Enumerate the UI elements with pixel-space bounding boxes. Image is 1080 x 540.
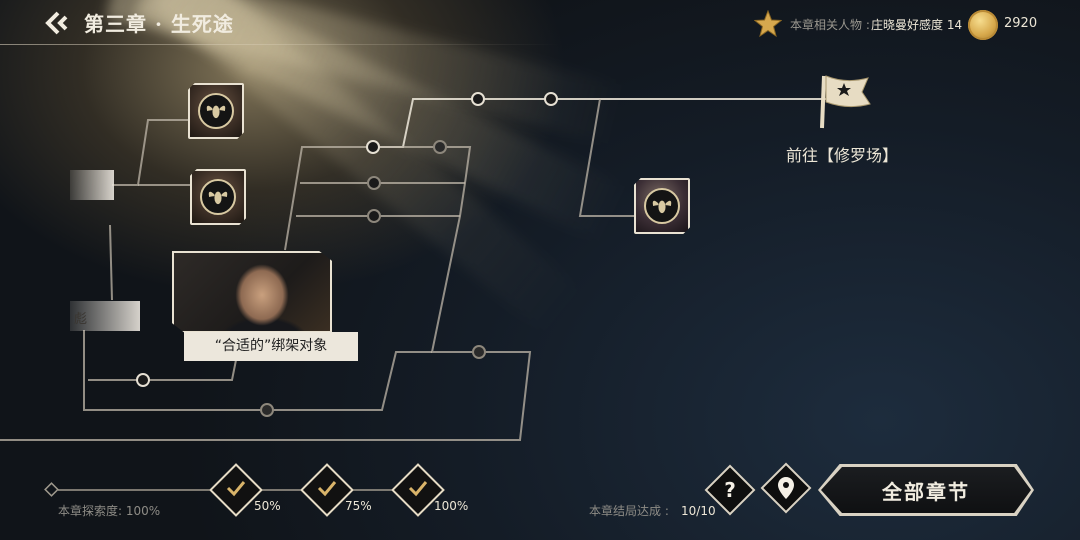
related-characters-label: 本章相关人物 : <box>790 18 870 32</box>
milestone-percent: 75% <box>345 499 372 513</box>
hidden-node-plate[interactable] <box>70 170 114 200</box>
map-node <box>366 140 380 154</box>
header-divider <box>0 44 560 45</box>
character-node[interactable] <box>188 83 244 139</box>
gold-coin-icon <box>968 10 998 40</box>
hidden-node-label: 彪 <box>74 312 88 327</box>
map-node <box>433 140 447 154</box>
milestone-percent: 100% <box>434 499 469 513</box>
map-node <box>260 403 274 417</box>
map-node <box>136 373 150 387</box>
back-arrow-icon[interactable] <box>44 8 74 38</box>
character-portrait <box>190 169 246 225</box>
goal-flag-icon[interactable] <box>818 70 874 130</box>
check-icon <box>226 481 246 497</box>
map-node <box>544 92 558 106</box>
milestone-badge[interactable] <box>209 463 263 517</box>
scene-card-label[interactable]: “合适的”绑架对象 <box>184 332 358 361</box>
all-chapters-button[interactable]: 全部章节 <box>818 464 1034 516</box>
exploration-label: 本章探索度: 100% <box>58 504 161 518</box>
milestone-badge[interactable] <box>391 463 445 517</box>
ending-progress-value: 10/10 <box>681 504 716 518</box>
help-button[interactable]: ? <box>704 464 756 516</box>
bee-emblem-icon <box>198 93 234 129</box>
coin-count: 2920 <box>1004 16 1038 31</box>
hidden-node-plate[interactable] <box>70 301 140 331</box>
map-nodes <box>136 92 558 417</box>
button-fill <box>821 467 1031 513</box>
chapter-title: 第三章 · 生死途 <box>84 12 234 36</box>
ending-progress-label: 本章结局达成 : <box>589 504 669 518</box>
star-icon <box>754 10 782 38</box>
milestone-percent: 50% <box>254 499 281 513</box>
bee-emblem-icon <box>644 188 680 224</box>
bee-emblem-icon <box>200 179 236 215</box>
character-node[interactable] <box>190 169 246 225</box>
all-chapters-label: 全部章节 <box>882 479 970 504</box>
map-node <box>471 92 485 106</box>
scene-thumbnail <box>172 251 332 333</box>
question-icon: ? <box>724 478 736 502</box>
milestone-badge[interactable] <box>300 463 354 517</box>
top-bar: 第三章 · 生死途 本章相关人物 : 庄晓曼好感度 14 2920 <box>0 0 1080 46</box>
goal-label[interactable]: 前往【修罗场】 <box>786 146 899 165</box>
map-node <box>367 209 381 223</box>
affection-value: 庄晓曼好感度 14 <box>871 18 963 32</box>
check-icon <box>317 481 337 497</box>
map-node <box>367 176 381 190</box>
location-button[interactable] <box>760 462 812 514</box>
location-pin-icon <box>778 477 794 499</box>
check-icon <box>408 481 428 497</box>
scene-card[interactable] <box>172 251 332 333</box>
map-node <box>472 345 486 359</box>
character-node[interactable] <box>634 178 690 234</box>
progress-start-marker <box>44 482 59 497</box>
